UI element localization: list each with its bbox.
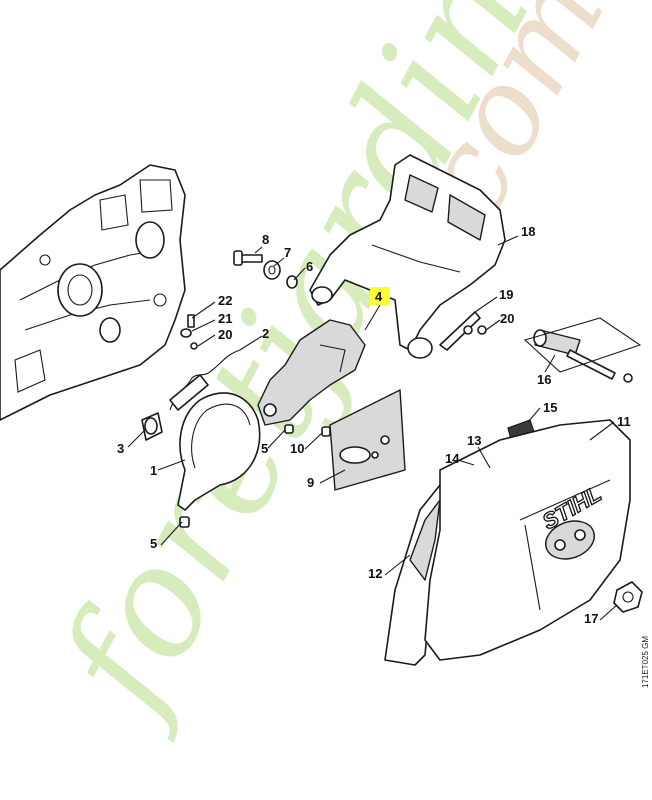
leader-lines (127, 235, 618, 621)
chain-tensioner-12 (384, 484, 456, 666)
callout-20a: 20 (218, 327, 232, 342)
callout-2: 2 (262, 326, 269, 341)
screw-10 (321, 426, 331, 437)
circlip-20a (190, 342, 198, 350)
callout-9: 9 (307, 475, 314, 490)
highlight-box (370, 287, 390, 305)
callout-14: 14 (445, 451, 460, 466)
screw-8 (233, 250, 263, 266)
callout-3: 3 (117, 441, 124, 456)
callout-21: 21 (218, 311, 232, 326)
callout-12: 12 (368, 566, 382, 581)
callout-5b: 5 (150, 536, 157, 551)
callout-4: 4 (375, 289, 383, 304)
brake-lever-4 (257, 319, 366, 426)
callout-13: 13 (467, 433, 481, 448)
callout-15: 15 (543, 400, 557, 415)
spacer-7 (263, 260, 281, 280)
sleeve-assembly-16 (523, 317, 642, 383)
brake-band-1 (177, 392, 261, 511)
callouts: 1 2 3 4 5 5 6 7 8 9 10 11 12 13 14 15 16… (117, 224, 631, 626)
circlip-20b (477, 325, 487, 335)
callout-5a: 5 (261, 441, 268, 456)
sprocket-cover-11: STIHL (424, 419, 631, 661)
callout-19: 19 (499, 287, 513, 302)
callout-22: 22 (218, 293, 232, 308)
screw-5a (284, 424, 294, 434)
nut-17 (613, 581, 643, 613)
callout-11: 11 (617, 414, 631, 429)
callout-1: 1 (150, 463, 157, 478)
callout-6: 6 (306, 259, 313, 274)
callout-18: 18 (521, 224, 535, 239)
cover-plate-9 (329, 389, 406, 491)
washer-21 (180, 328, 192, 338)
hand-guard-18 (309, 154, 506, 359)
crankcase-housing (0, 164, 186, 421)
callout-17: 17 (584, 611, 598, 626)
tension-spring-2 (169, 349, 241, 411)
sleeve-3 (141, 412, 163, 441)
callout-16: 16 (537, 372, 551, 387)
lever-19 (439, 311, 481, 351)
callout-7: 7 (284, 245, 291, 260)
callout-10: 10 (290, 441, 304, 456)
screw-5b (179, 516, 190, 528)
reference-code: 171ET025 GM (641, 636, 650, 688)
callout-8: 8 (262, 232, 269, 247)
callout-20b: 20 (500, 311, 514, 326)
